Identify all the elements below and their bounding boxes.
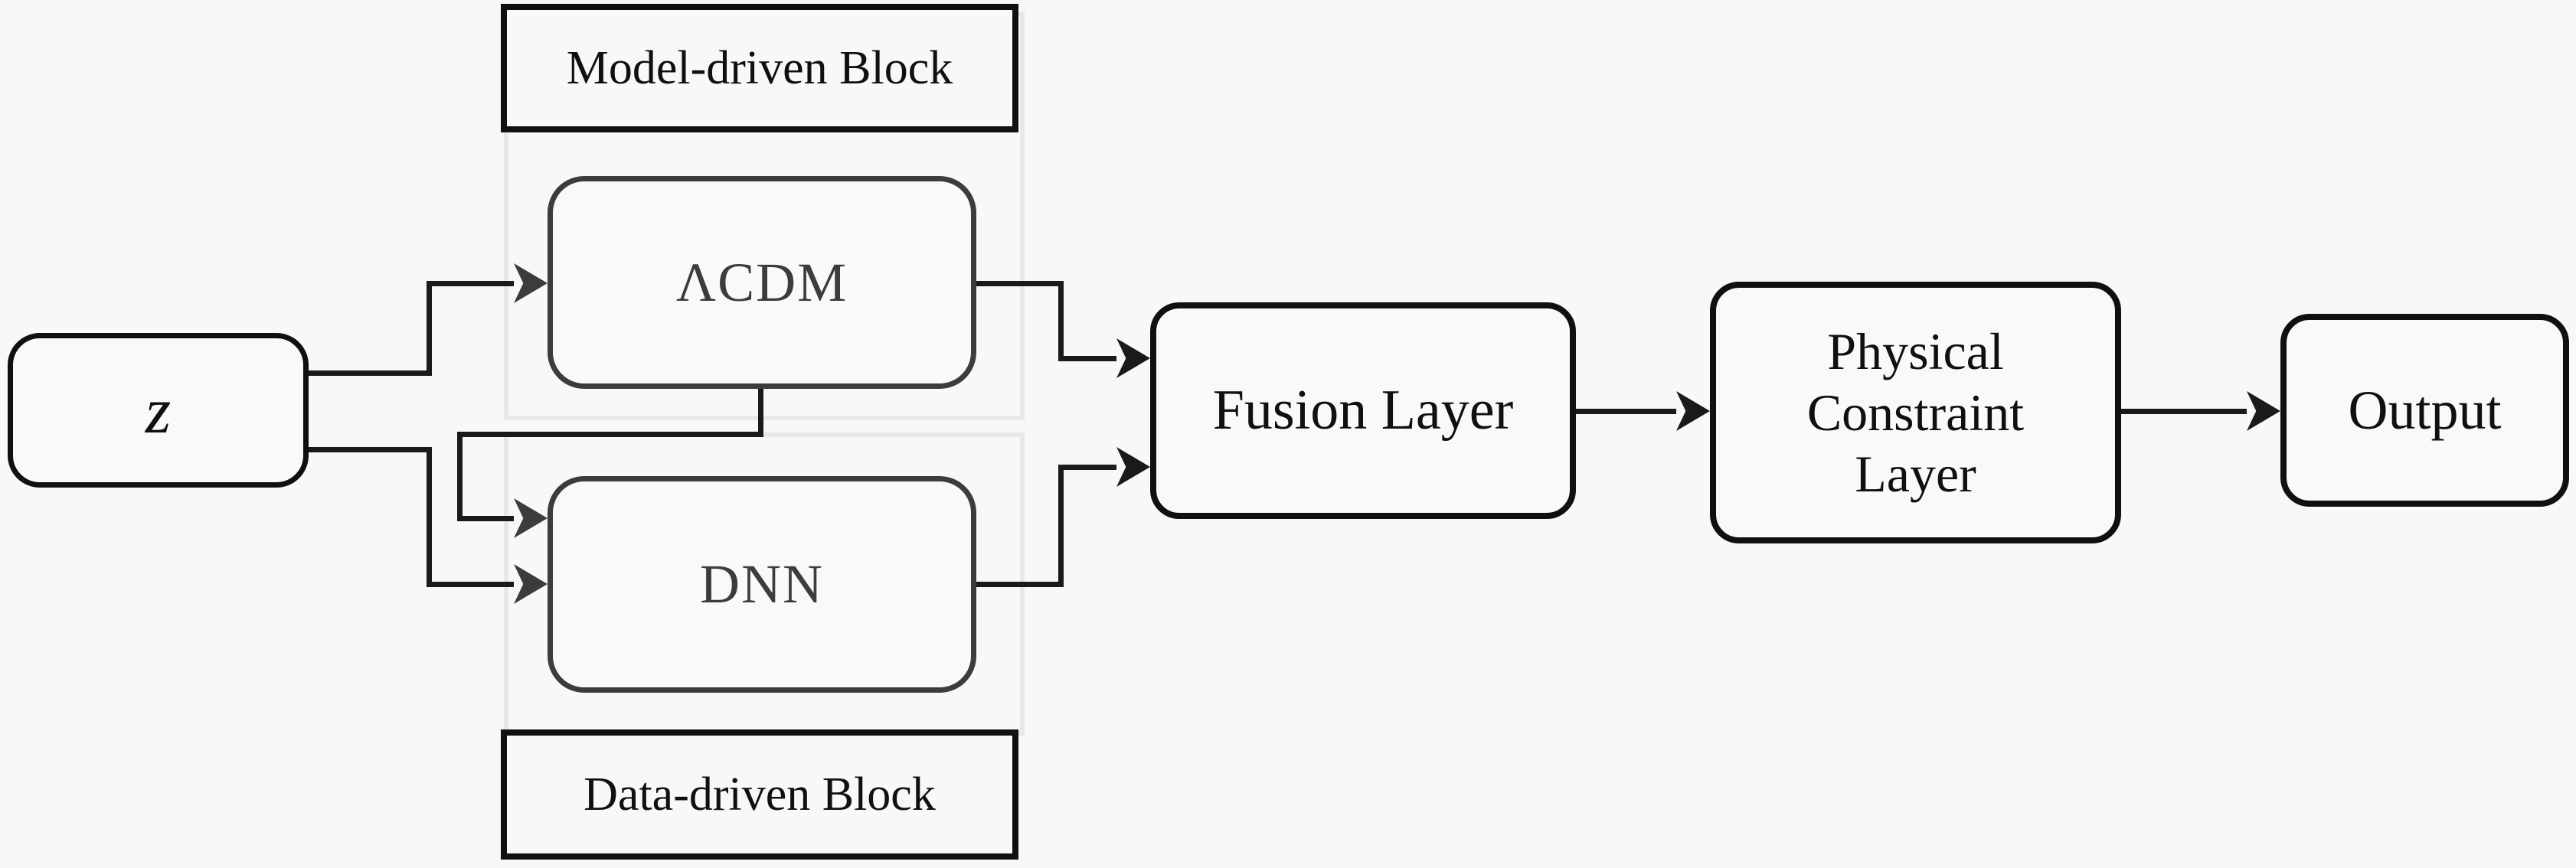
node-input-z-text: z xyxy=(145,374,172,447)
wire-lcdm-to-dnn-seg3 xyxy=(457,432,463,521)
wire-lcdm-to-fusion-seg3 xyxy=(1058,356,1116,361)
wire-constraint-to-output xyxy=(2078,409,2247,414)
node-lcdm: ΛCDM xyxy=(548,176,976,389)
arrowhead-into-constraint-icon xyxy=(1676,391,1710,431)
node-lcdm-text: ΛCDM xyxy=(675,251,848,313)
node-physical-constraint-layer: Physical Constraint Layer xyxy=(1710,282,2121,543)
wire-z-to-lcdm-seg3 xyxy=(427,281,514,286)
arrowhead-into-output-icon xyxy=(2247,391,2280,431)
node-output: Output xyxy=(2280,314,2569,507)
wire-dnn-to-fusion-seg2 xyxy=(1058,465,1064,587)
wire-dnn-to-fusion-seg1 xyxy=(966,582,1064,587)
node-input-z: z xyxy=(8,333,309,488)
wire-z-to-dnn-seg2 xyxy=(427,447,432,587)
node-dnn: DNN xyxy=(548,476,976,693)
arrowhead-into-fusion-lower-icon xyxy=(1116,447,1150,487)
wire-lcdm-to-dnn-seg1 xyxy=(758,378,763,437)
wire-z-to-dnn-seg3 xyxy=(427,582,514,587)
wire-lcdm-to-fusion-seg2 xyxy=(1058,281,1064,361)
node-physical-constraint-layer-text: Physical Constraint Layer xyxy=(1806,321,2025,504)
wire-dnn-to-fusion-seg3 xyxy=(1058,465,1116,470)
wire-lcdm-to-dnn-seg4 xyxy=(457,516,514,521)
data-driven-block-text: Data-driven Block xyxy=(584,768,936,821)
wire-z-to-lcdm-seg2 xyxy=(427,281,432,376)
node-output-text: Output xyxy=(2348,379,2502,441)
node-fusion-layer: Fusion Layer xyxy=(1150,302,1576,519)
wire-fusion-to-constraint xyxy=(1564,409,1676,414)
wire-z-to-lcdm-seg1 xyxy=(298,370,432,376)
node-fusion-layer-text: Fusion Layer xyxy=(1212,379,1514,442)
wire-lcdm-to-fusion-seg1 xyxy=(966,281,1064,286)
node-dnn-text: DNN xyxy=(700,553,824,615)
wire-lcdm-to-dnn-seg2 xyxy=(457,432,763,437)
model-driven-block-label: Model-driven Block xyxy=(501,4,1018,132)
wire-z-to-dnn-seg1 xyxy=(298,447,432,452)
arrowhead-into-fusion-upper-icon xyxy=(1116,338,1150,378)
data-driven-block-label: Data-driven Block xyxy=(501,729,1018,860)
model-driven-block-text: Model-driven Block xyxy=(566,41,953,94)
